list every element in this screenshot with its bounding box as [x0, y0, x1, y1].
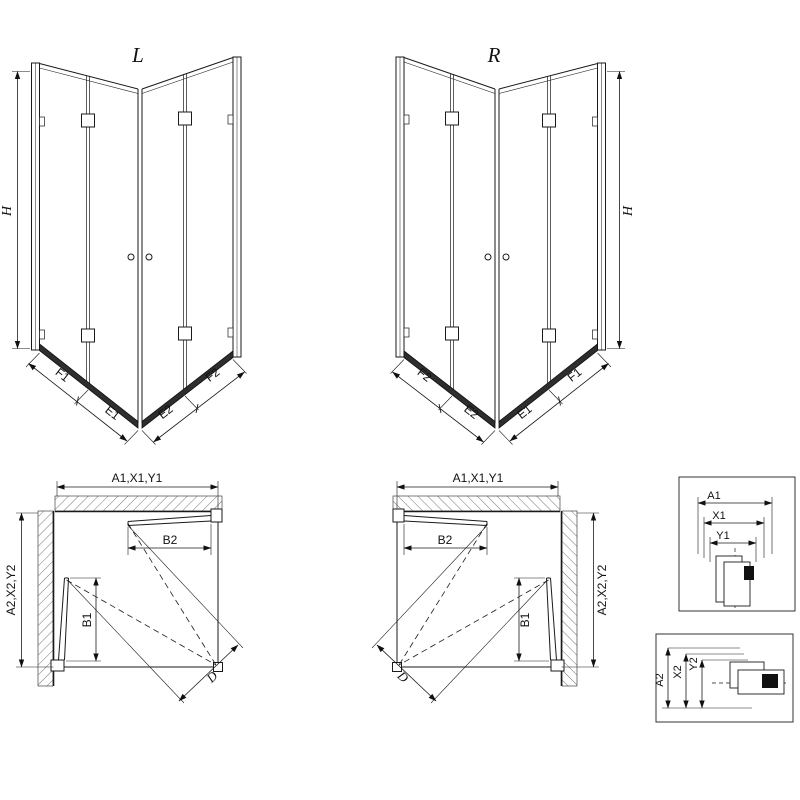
- plan-left-width-label: A1,X1,Y1: [112, 471, 163, 485]
- detail-dim-x1: X1: [712, 510, 725, 522]
- plan-right-width-label: A1,X1,Y1: [453, 471, 504, 485]
- plan-left-b2-label: B2: [163, 533, 178, 547]
- detail-box-top: [678, 476, 796, 612]
- dim-label-h-left: H: [0, 205, 15, 217]
- plan-left-depth-label: A2,X2,Y2: [4, 564, 18, 615]
- dim-label-h-right: H: [621, 205, 636, 217]
- detail-box-bottom: [655, 633, 794, 723]
- detail-dim-a2: A2: [654, 673, 666, 686]
- plan-right-depth-label: A2,X2,Y2: [595, 564, 609, 615]
- detail-dim-a1: A1: [707, 490, 720, 502]
- detail-dim-y1: Y1: [716, 530, 729, 542]
- detail-dim-y2: Y2: [688, 657, 700, 670]
- detail-dim-x2: X2: [672, 665, 684, 678]
- variant-label-right: R: [487, 43, 501, 67]
- plan-left-b1-label: B1: [80, 612, 94, 627]
- plan-right-b2-label: B2: [438, 533, 453, 547]
- variant-label-left: L: [131, 43, 144, 67]
- plan-right-b1-label: B1: [518, 612, 532, 627]
